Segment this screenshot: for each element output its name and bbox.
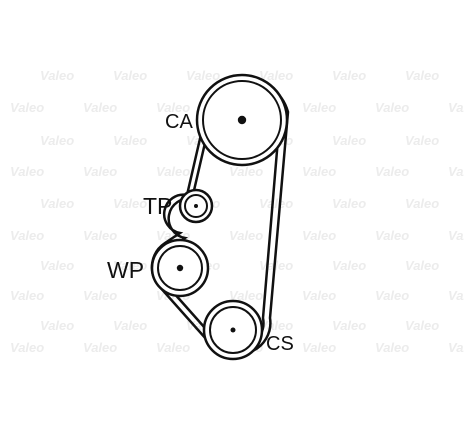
watermark-text: Valeo (40, 196, 74, 211)
watermark-text: Valeo (40, 318, 74, 333)
watermark-text: Valeo (375, 164, 409, 179)
watermark-text: Valeo (332, 258, 366, 273)
watermark-text: Valeo (40, 133, 74, 148)
watermark-text: Valeo (302, 340, 336, 355)
watermark-text: Valeo (332, 133, 366, 148)
watermark-text: Valeo (83, 228, 117, 243)
watermark-text: Valeo (156, 100, 190, 115)
pulley-wp-hub (176, 264, 184, 272)
watermark-text: Valeo (113, 318, 147, 333)
pulley-cs (202, 299, 264, 361)
watermark-text: Valeo (448, 228, 464, 243)
pulley-cs-label: CS (266, 333, 294, 355)
watermark-text: Valeo (375, 228, 409, 243)
watermark-text: Valeo (83, 164, 117, 179)
pulley-ca-hub (237, 115, 247, 125)
pulley-ca (195, 73, 289, 167)
watermark-text: Valeo (302, 228, 336, 243)
pulley-wp (150, 238, 210, 298)
watermark-text: Valeo (375, 288, 409, 303)
watermark-text: Valeo (332, 196, 366, 211)
pulley-ca-label: CA (165, 111, 193, 133)
pulley-tp-hub (194, 204, 198, 208)
watermark-text: Valeo (448, 164, 464, 179)
watermark-text: Valeo (405, 258, 439, 273)
watermark-text: Valeo (40, 258, 74, 273)
pulley-cs-hub (230, 327, 236, 333)
watermark-text: Valeo (405, 196, 439, 211)
watermark-text: Valeo (259, 68, 293, 83)
pulley-tp (178, 188, 214, 224)
watermark-text: Valeo (375, 340, 409, 355)
watermark-text: Valeo (405, 68, 439, 83)
watermark-text: Valeo (10, 340, 44, 355)
watermark-text: Valeo (83, 288, 117, 303)
watermark-text: Valeo (259, 318, 293, 333)
watermark-text: Valeo (448, 100, 464, 115)
watermark-text: Valeo (156, 340, 190, 355)
watermark-text: Valeo (10, 164, 44, 179)
watermark-text: Valeo (332, 318, 366, 333)
pulley-wp-label: WP (107, 257, 144, 283)
watermark-text: Valeo (10, 228, 44, 243)
watermark-text: Valeo (405, 318, 439, 333)
watermark-text: Valeo (83, 340, 117, 355)
watermark-text: Valeo (229, 228, 263, 243)
watermark-text: Valeo (10, 100, 44, 115)
watermark-text: Valeo (375, 100, 409, 115)
watermark-text: Valeo (332, 68, 366, 83)
watermark-text: Valeo (10, 288, 44, 303)
watermark-text: Valeo (259, 196, 293, 211)
pulley-tp-label: TP (143, 193, 172, 219)
watermark-text: Valeo (113, 133, 147, 148)
watermark-text: Valeo (302, 288, 336, 303)
watermark-text: Valeo (302, 164, 336, 179)
watermark-text: Valeo (113, 196, 147, 211)
watermark-text: Valeo (448, 288, 464, 303)
watermark-text: Valeo (40, 68, 74, 83)
watermark-text: Valeo (83, 100, 117, 115)
watermark-text: Valeo (229, 164, 263, 179)
watermark-text: Valeo (113, 68, 147, 83)
watermark-text: Valeo (186, 68, 220, 83)
watermark-text: Valeo (113, 258, 147, 273)
watermark-text: Valeo (229, 288, 263, 303)
watermark-text: Valeo (405, 133, 439, 148)
watermark-text: Valeo (156, 164, 190, 179)
watermark-text: Valeo (448, 340, 464, 355)
watermark-text: Valeo (302, 100, 336, 115)
